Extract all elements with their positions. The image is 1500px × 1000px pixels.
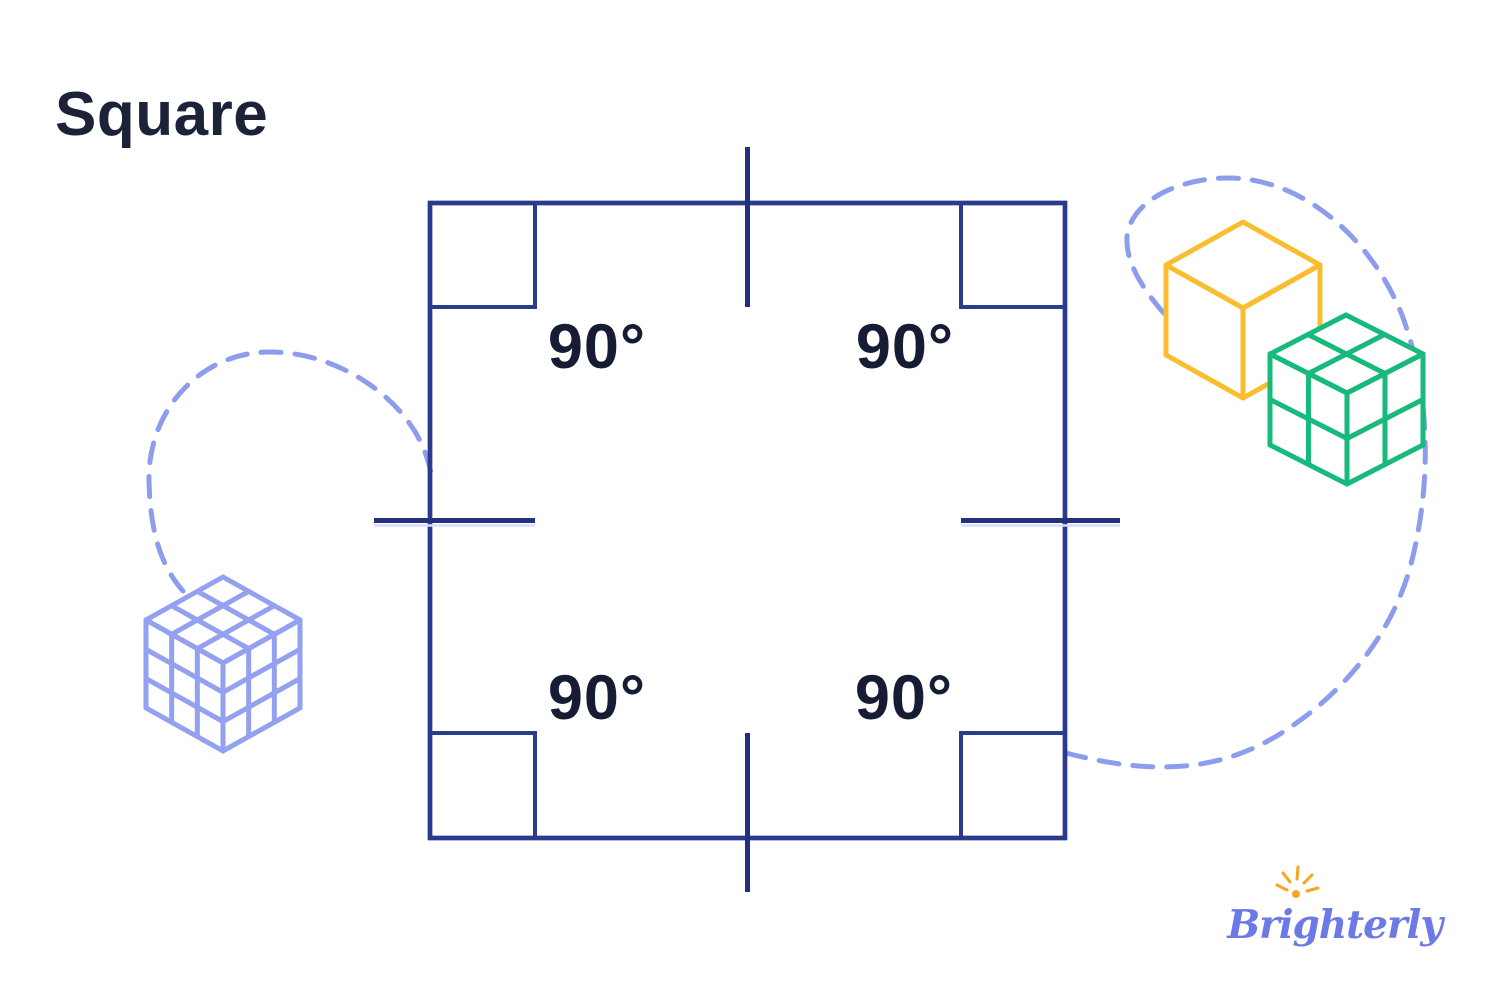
rubiks-cube-3x3-illustration [143,574,303,754]
single-cube-illustration [1163,219,1323,401]
square-shape [374,147,1120,892]
page-title: Square [55,80,269,149]
dashed-connector-left [146,349,435,594]
angle-label-top-right: 90° [855,312,955,382]
right-angle-marker-bottom-left [430,731,537,838]
angle-label-top-left: 90° [547,312,647,382]
right-angle-marker-top-right [959,203,1065,309]
angle-label-bottom-left: 90° [547,663,647,733]
sun-icon [1275,865,1320,898]
right-angle-marker-bottom-right [959,731,1065,838]
right-angle-marker-top-left [430,203,537,309]
angle-label-bottom-right: 90° [854,663,954,733]
brighterly-logo: Brighterly [1227,865,1443,948]
logo-text: Brighterly [1227,902,1443,949]
rubiks-cube-2x2-illustration [1267,312,1426,487]
